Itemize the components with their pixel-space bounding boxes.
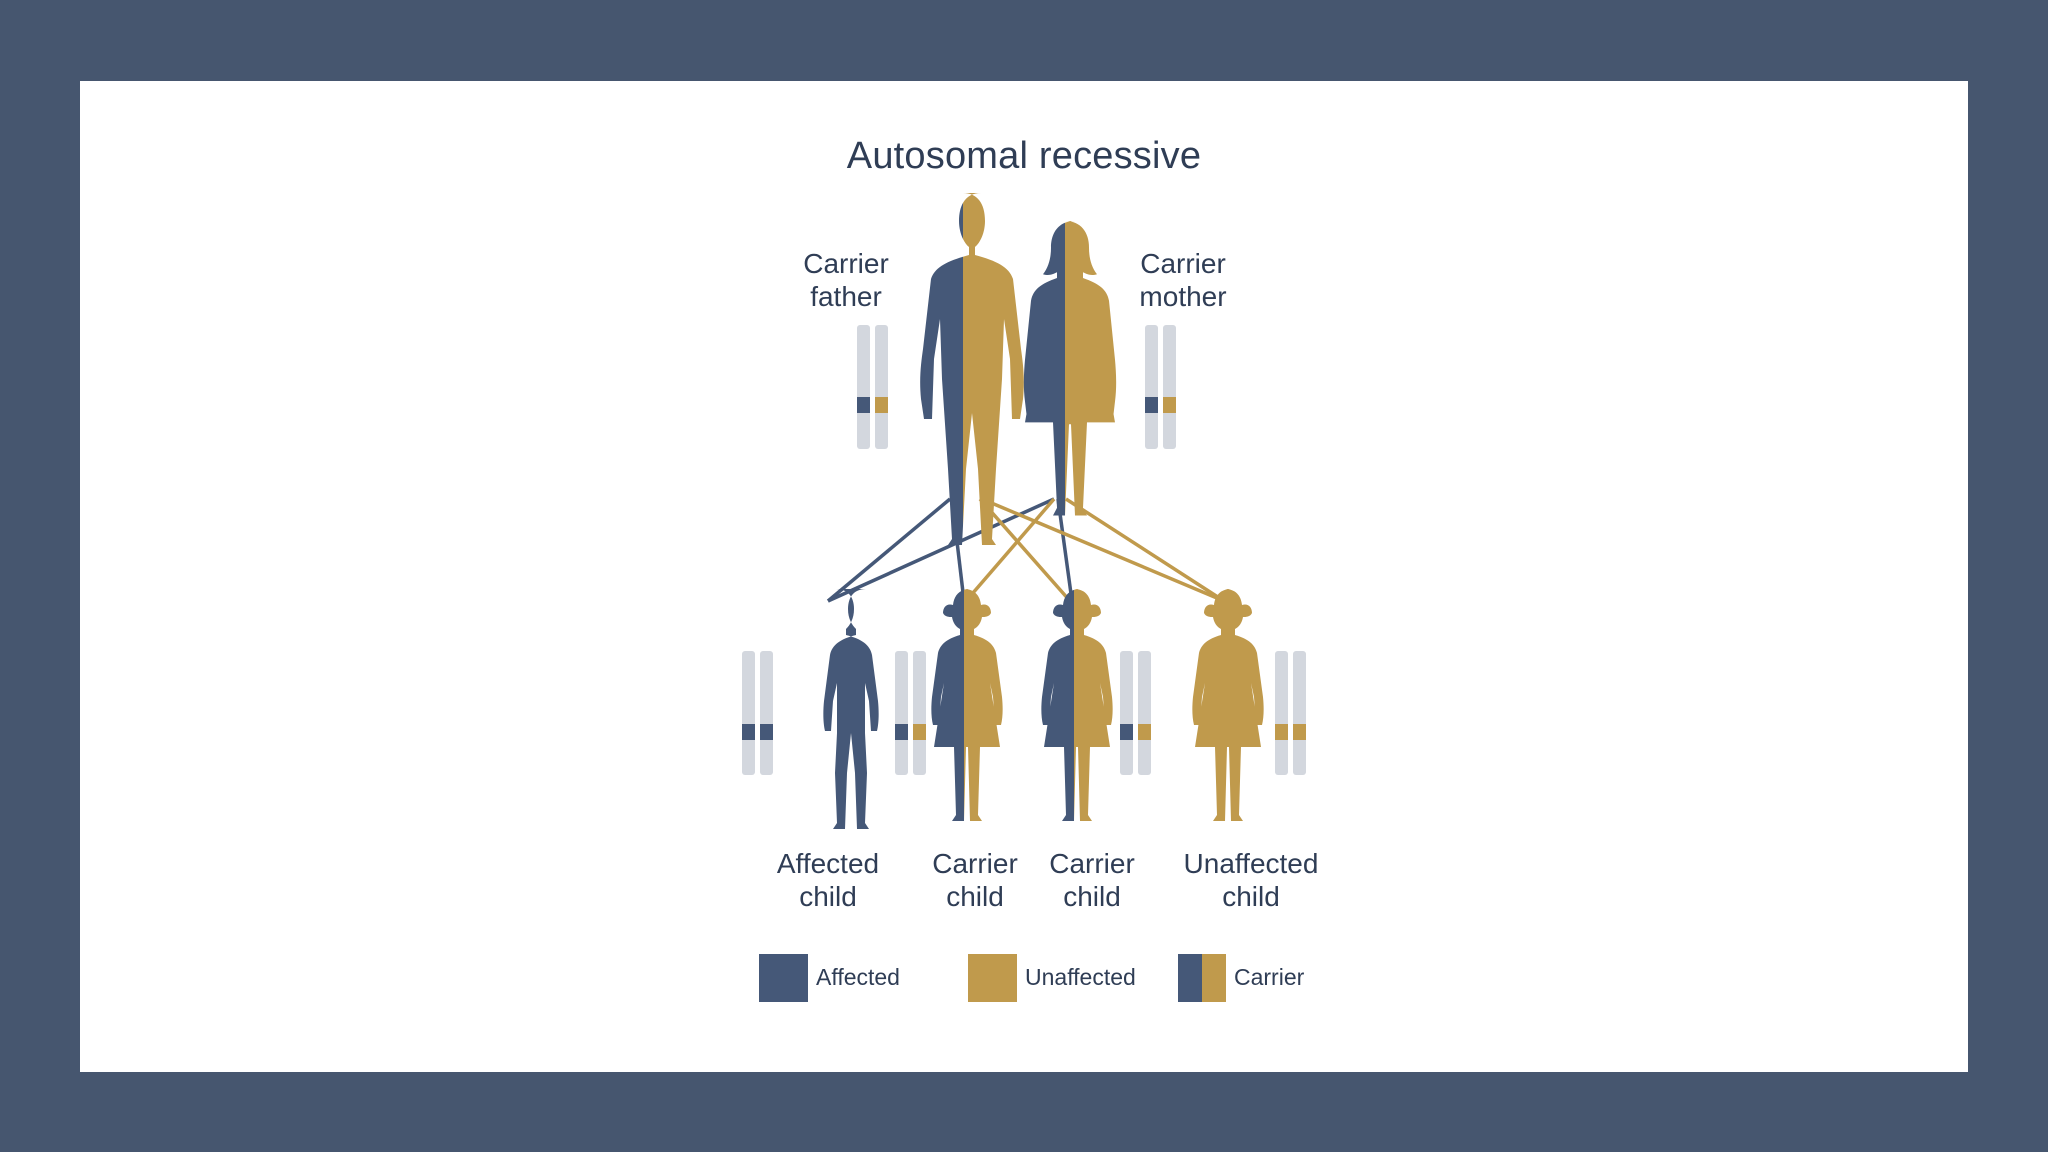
child4-label-line1: Unaffected [1183,848,1319,879]
mother-figure [1023,221,1117,516]
child4-label: Unaffected child [1166,847,1336,913]
child3-label-line1: Carrier [1049,848,1135,879]
child1-label-line1: Affected [776,848,880,879]
legend-carrier-label: Carrier [1234,964,1305,990]
child1-figure [823,589,879,829]
child2-chromosomes [895,651,926,775]
mother-chromosomes [1145,325,1176,449]
mother-label: Carrier mother [1123,247,1243,313]
line-mother-child4 [1065,497,1225,603]
child2-label-line2: child [946,881,1004,912]
mother-label-line2: mother [1139,281,1227,312]
legend-unaffected-swatch [968,954,1017,1002]
legend-swatches [759,954,1226,1002]
line-father-child4 [981,497,1225,603]
child4-figure [1192,589,1264,821]
legend-affected-label: Affected [816,964,900,990]
legend-carrier-swatch-left [1178,954,1202,1002]
child3-chromosomes [1120,651,1151,775]
child2-label-line1: Carrier [932,848,1018,879]
father-label-line2: father [810,281,882,312]
child3-label: Carrier child [1032,847,1152,913]
father-figure [920,193,1024,545]
mother-label-line1: Carrier [1140,248,1226,279]
line-mother-child2 [964,497,1056,603]
child3-label-line2: child [1063,881,1121,912]
line-father-child1 [826,497,952,603]
child1-label: Affected child [748,847,908,913]
father-label: Carrier father [786,247,906,313]
child4-label-line2: child [1222,881,1280,912]
child3-figure [1041,589,1113,821]
legend-unaffected-label: Unaffected [1025,964,1136,990]
child2-label: Carrier child [915,847,1035,913]
pedigree-diagram [742,193,1306,1002]
child4-chromosomes [1275,651,1306,775]
father-label-line1: Carrier [803,248,889,279]
line-father-child3 [978,497,1072,603]
legend-affected-swatch [759,954,808,1002]
child1-chromosomes [742,651,773,775]
diagram-title: Autosomal recessive [846,135,1202,177]
line-mother-child3 [1056,498,1074,602]
inheritance-lines [826,497,1225,603]
child1-label-line2: child [799,881,857,912]
line-mother-child1 [827,497,1055,603]
child2-figure [931,589,1003,821]
father-chromosomes [857,325,888,449]
slide: Autosomal recessive [80,81,1968,1072]
legend-carrier-swatch-right [1202,954,1226,1002]
